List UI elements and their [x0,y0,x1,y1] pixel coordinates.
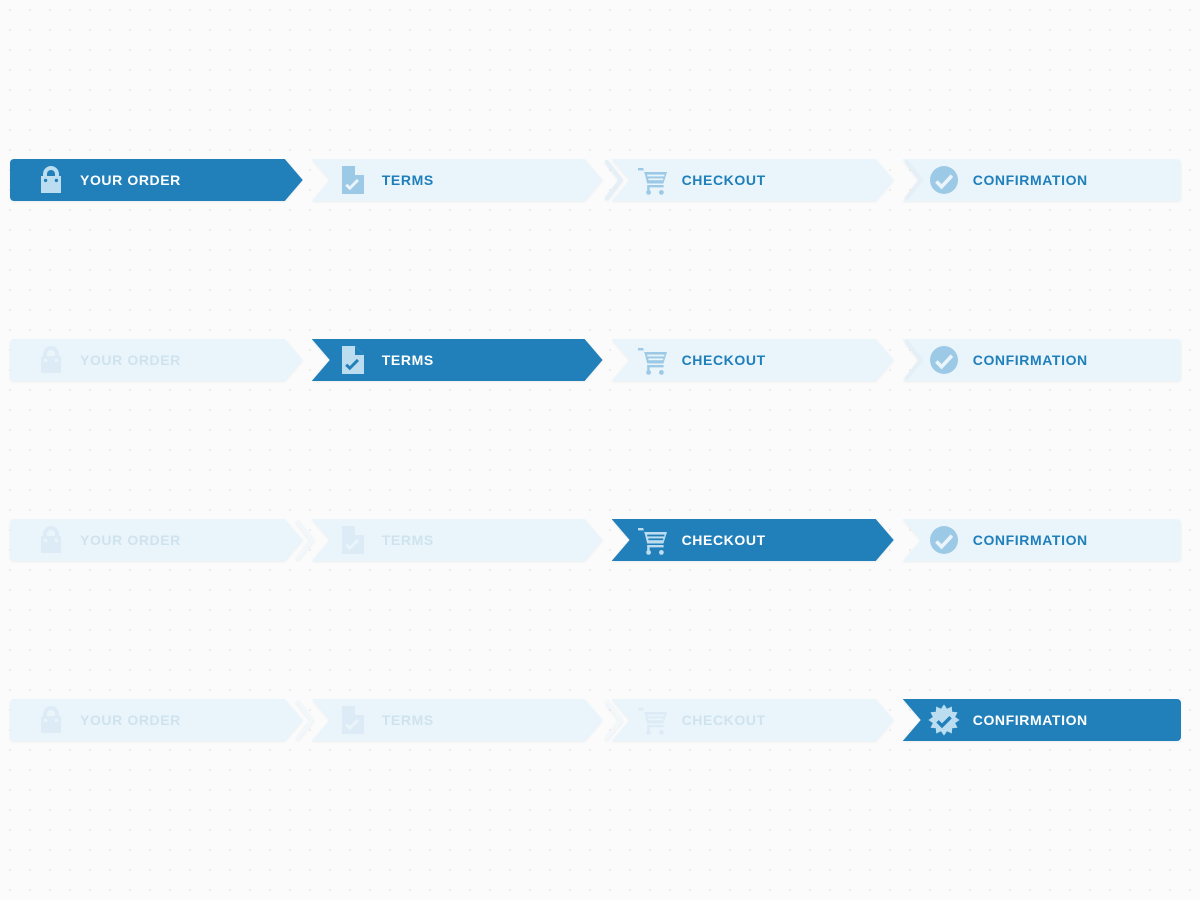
step-label-terms: TERMS [381,352,434,368]
step-confirmation[interactable]: CONFIRMATION [902,699,1181,741]
step-checkout[interactable]: CHECKOUT [612,339,894,381]
step-terms[interactable]: TERMS [312,339,603,381]
badge-check-icon [927,703,961,737]
step-label-your-order: YOUR ORDER [80,352,181,368]
shopping-bag-icon [34,343,68,377]
step-confirmation[interactable]: CONFIRMATION [902,339,1181,381]
shopping-bag-icon [34,703,68,737]
step-label-terms: TERMS [381,532,434,548]
step-confirmation[interactable]: CONFIRMATION [902,519,1181,561]
step-label-terms: TERMS [381,172,434,188]
step-label-checkout: CHECKOUT [681,712,766,728]
progress-stepper-row-3: YOUR ORDER TERMS CHECKOUT CONFIRMATION [10,519,1190,561]
progress-stepper-row-1: YOUR ORDER TERMS CHECKOUT CONFIRMATION [10,159,1190,201]
step-confirmation[interactable]: CONFIRMATION [902,159,1181,201]
shopping-cart-icon [636,163,670,197]
step-label-confirmation: CONFIRMATION [972,712,1088,728]
step-checkout[interactable]: CHECKOUT [612,519,894,561]
document-check-icon [336,703,370,737]
check-circle-icon [929,166,958,194]
document-check-icon [336,523,370,557]
step-label-checkout: CHECKOUT [681,532,766,548]
document-check-icon [336,703,370,737]
step-label-your-order: YOUR ORDER [80,712,181,728]
document-check-icon [336,343,370,377]
check-circle-icon [927,343,961,377]
step-checkout[interactable]: CHECKOUT [612,699,894,741]
document-check-icon [336,163,370,197]
step-label-terms: TERMS [381,712,434,728]
progress-stepper-row-4: YOUR ORDER TERMS CHECKOUT CONFIRMATION [10,699,1190,741]
check-circle-icon [929,526,958,554]
shopping-bag-icon [34,523,68,557]
shopping-cart-icon [636,703,670,737]
step-your-order[interactable]: YOUR ORDER [10,159,303,201]
step-checkout[interactable]: CHECKOUT [612,159,894,201]
step-label-checkout: CHECKOUT [681,172,766,188]
shopping-cart-icon [636,343,670,377]
step-terms[interactable]: TERMS [312,159,603,201]
check-circle-icon [929,346,958,374]
check-circle-icon [927,523,961,557]
step-terms[interactable]: TERMS [312,699,603,741]
document-check-icon [336,523,370,557]
step-your-order[interactable]: YOUR ORDER [10,339,303,381]
shopping-bag-icon [34,703,68,737]
step-your-order[interactable]: YOUR ORDER [10,519,303,561]
shopping-cart-icon [636,523,670,557]
step-label-confirmation: CONFIRMATION [972,352,1088,368]
step-terms[interactable]: TERMS [312,519,603,561]
shopping-bag-icon [34,523,68,557]
shopping-cart-icon [636,523,670,557]
step-label-your-order: YOUR ORDER [80,532,181,548]
document-check-icon [336,163,370,197]
shopping-cart-icon [636,343,670,377]
progress-stepper-row-2: YOUR ORDER TERMS CHECKOUT CONFIRMATION [10,339,1190,381]
shopping-bag-icon [34,343,68,377]
badge-check-icon [928,704,960,736]
document-check-icon [336,343,370,377]
shopping-cart-icon [636,703,670,737]
step-label-checkout: CHECKOUT [681,352,766,368]
shopping-cart-icon [636,163,670,197]
step-label-confirmation: CONFIRMATION [972,172,1088,188]
step-label-confirmation: CONFIRMATION [972,532,1088,548]
check-circle-icon [927,163,961,197]
step-your-order[interactable]: YOUR ORDER [10,699,303,741]
step-label-your-order: YOUR ORDER [80,172,181,188]
shopping-bag-icon [34,163,68,197]
shopping-bag-icon [34,163,68,197]
